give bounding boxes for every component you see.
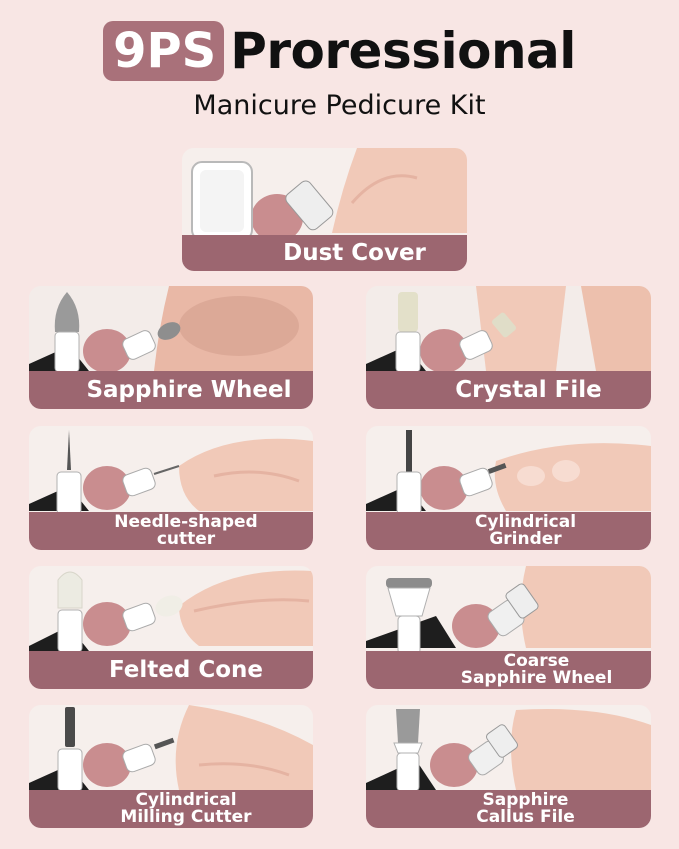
title-badge: 9PS <box>103 21 225 81</box>
label-bar: Sapphire Callus File <box>366 790 651 828</box>
product-label: Needle-shaped cutter <box>114 512 258 549</box>
product-label: Crystal File <box>455 376 602 403</box>
product-card-crystal-file: Crystal File <box>366 286 651 409</box>
product-card-cylindrical-grinder: Cylindrical Grinder <box>366 426 651 550</box>
product-label: Cylindrical Milling Cutter <box>120 790 252 827</box>
product-card-needle-cutter: Needle-shaped cutter <box>29 426 313 550</box>
label-bar: Dust Cover <box>182 235 467 271</box>
product-card-milling-cutter: Cylindrical Milling Cutter <box>29 705 313 828</box>
product-label: Coarse Sapphire Wheel <box>460 651 613 688</box>
title-row: 9PS Proressional <box>0 18 679 84</box>
product-label: Cylindrical Grinder <box>474 512 577 549</box>
coarse-sapphire-wheel-icon <box>384 576 434 688</box>
product-card-coarse-sapphire-wheel: Coarse Sapphire Wheel <box>366 566 651 689</box>
page-subtitle: Manicure Pedicure Kit <box>193 90 486 121</box>
label-bar: Crystal File <box>366 371 651 409</box>
label-bar: Cylindrical Milling Cutter <box>29 790 313 828</box>
product-label: Dust Cover <box>283 239 426 266</box>
label-bar: Felted Cone <box>29 651 313 689</box>
product-label: Sapphire Wheel <box>86 376 292 403</box>
label-bar: Needle-shaped cutter <box>29 512 313 550</box>
product-card-sapphire-wheel: Sapphire Wheel <box>29 286 313 409</box>
product-card-dust-cover: Dust Cover <box>182 148 467 271</box>
product-card-callus-file: Sapphire Callus File <box>366 705 651 828</box>
label-bar: Cylindrical Grinder <box>366 512 651 550</box>
label-bar: Coarse Sapphire Wheel <box>366 651 651 689</box>
label-bar: Sapphire Wheel <box>29 371 313 409</box>
product-label: Sapphire Callus File <box>476 790 575 827</box>
page-title: Proressional <box>230 22 576 80</box>
product-label: Felted Cone <box>109 656 263 683</box>
product-card-felted-cone: Felted Cone <box>29 566 313 689</box>
